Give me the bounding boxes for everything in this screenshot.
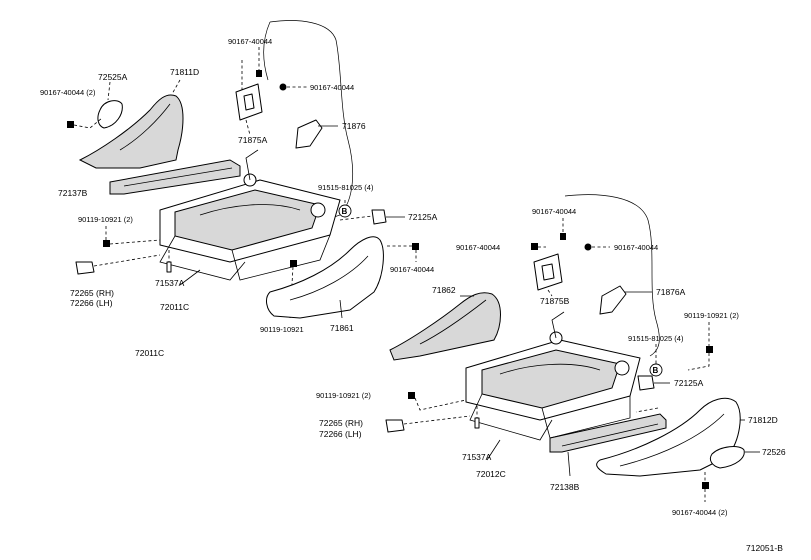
shield-71862 [389,292,501,361]
label-right-hook-lh: 72266 (LH) [319,429,362,439]
label-right-bolt-side: 90119-10921 (2) [316,391,371,400]
right-seat-frame [465,311,641,441]
label-left-hook-rh: 72265 (RH) [70,288,114,298]
circle-marker-right: B [649,344,663,377]
label-left-hook-lh: 72266 (LH) [70,298,113,308]
label-right-bolt-left: 90167-40044 [456,243,500,252]
bolt-bottom-right-icon [702,472,709,502]
left-labels: 90167-40044 72525A 71811D 90167-40044 (2… [40,37,438,358]
left-seat-frame [159,149,341,281]
label-left-shield: 71811D [170,67,199,77]
label-left-bracket-right: 71876 [342,121,366,131]
left-seatback-outline [263,20,354,223]
label-left-bracket-top: 71875A [238,135,268,145]
label-right-shield: 71862 [432,285,456,295]
right-labels: 90167-40044 90167-40044 90167-40044 7187… [316,207,786,517]
label-right-track: 72012C [476,469,506,479]
bracket-71876a [599,285,627,315]
label-right-bolt-bottom: 90167-40044 (2) [672,508,728,517]
side-cover-71812d [596,397,741,477]
bracket-71875a [235,83,263,121]
bolt-mid-left-icon [279,83,307,91]
bolt-top-left-icon [256,47,262,77]
label-right-clip: 72125A [674,378,704,388]
hook-72265-right [385,415,471,433]
label-right-bracket-right: 71876A [656,287,686,297]
bolt-bottom-left-icon [289,260,297,319]
cover-72525a [97,100,123,129]
bolt-right-left-icon [531,243,546,250]
label-right-hook-rh: 72265 (RH) [319,418,363,428]
label-right-side-cover: 71812D [748,415,778,425]
bolt-upper-left-icon [67,117,103,129]
clip-72125a-left [339,209,405,225]
label-left-bolt-upper: 90167-40044 (2) [40,88,96,97]
label-left-bolt-side: 90119-10921 (2) [78,215,133,224]
shield-71811d [78,94,184,169]
label-right-bolt-top: 90167-40044 [532,207,576,216]
bolt-right-top-icon [560,218,566,240]
right-assembly: B [385,194,760,502]
hook-72265-left [75,254,161,275]
circle-marker-label-right: B [653,366,659,375]
side-cover-71861 [266,236,384,319]
clip-72125a-right [637,375,670,391]
label-left-bolt-bottom: 90119-10921 [260,325,304,334]
label-left-side-cover: 71861 [330,323,354,333]
bolt-side-right-icon [408,392,467,411]
bracket-71875b [533,253,563,291]
label-left-assembly: 72011C [135,348,164,358]
circle-marker-left: B [338,200,352,218]
bolt-far-right-icon [687,322,713,371]
label-left-cover-upper: 72525A [98,72,128,82]
label-right-cover-end: 72526 [762,447,786,457]
right-seatback-outline [564,194,660,357]
label-right-bolt-right: 90167-40044 [614,243,658,252]
label-left-bolt-top: 90167-40044 [228,37,272,46]
label-right-bolt-far: 90119-10921 (2) [684,311,739,320]
bolt-side-left-icon [103,226,161,247]
bolt-right-left-icon [385,243,419,262]
label-left-bolt-mid: 90167-40044 [310,83,354,92]
label-right-rail-cover: 72138B [550,482,580,492]
label-left-spring-pin: 71537A [155,278,185,288]
bracket-71876 [295,119,323,149]
label-right-spring-pin: 71537A [462,452,492,462]
label-right-bolt-group: 91515-81025 (4) [628,334,684,343]
cover-72526 [709,446,745,469]
left-assembly: B [67,20,419,319]
spring-pin-71537a-left [166,250,172,273]
label-left-rail-cover: 72137B [58,188,88,198]
diagram-id-label: 712051-B [746,543,783,553]
spring-pin-71537a-right [474,406,480,429]
label-left-clip: 72125A [408,212,438,222]
circle-marker-label: B [342,207,348,216]
label-left-bolt-right: 90167-40044 [390,265,434,274]
label-left-bolt-group: 91515-81025 (4) [318,183,374,192]
bolt-right-right-icon [584,243,610,251]
label-right-bracket-top: 71875B [540,296,570,306]
label-left-track: 72011C [160,302,189,312]
rail-cover-72137b [109,159,241,195]
